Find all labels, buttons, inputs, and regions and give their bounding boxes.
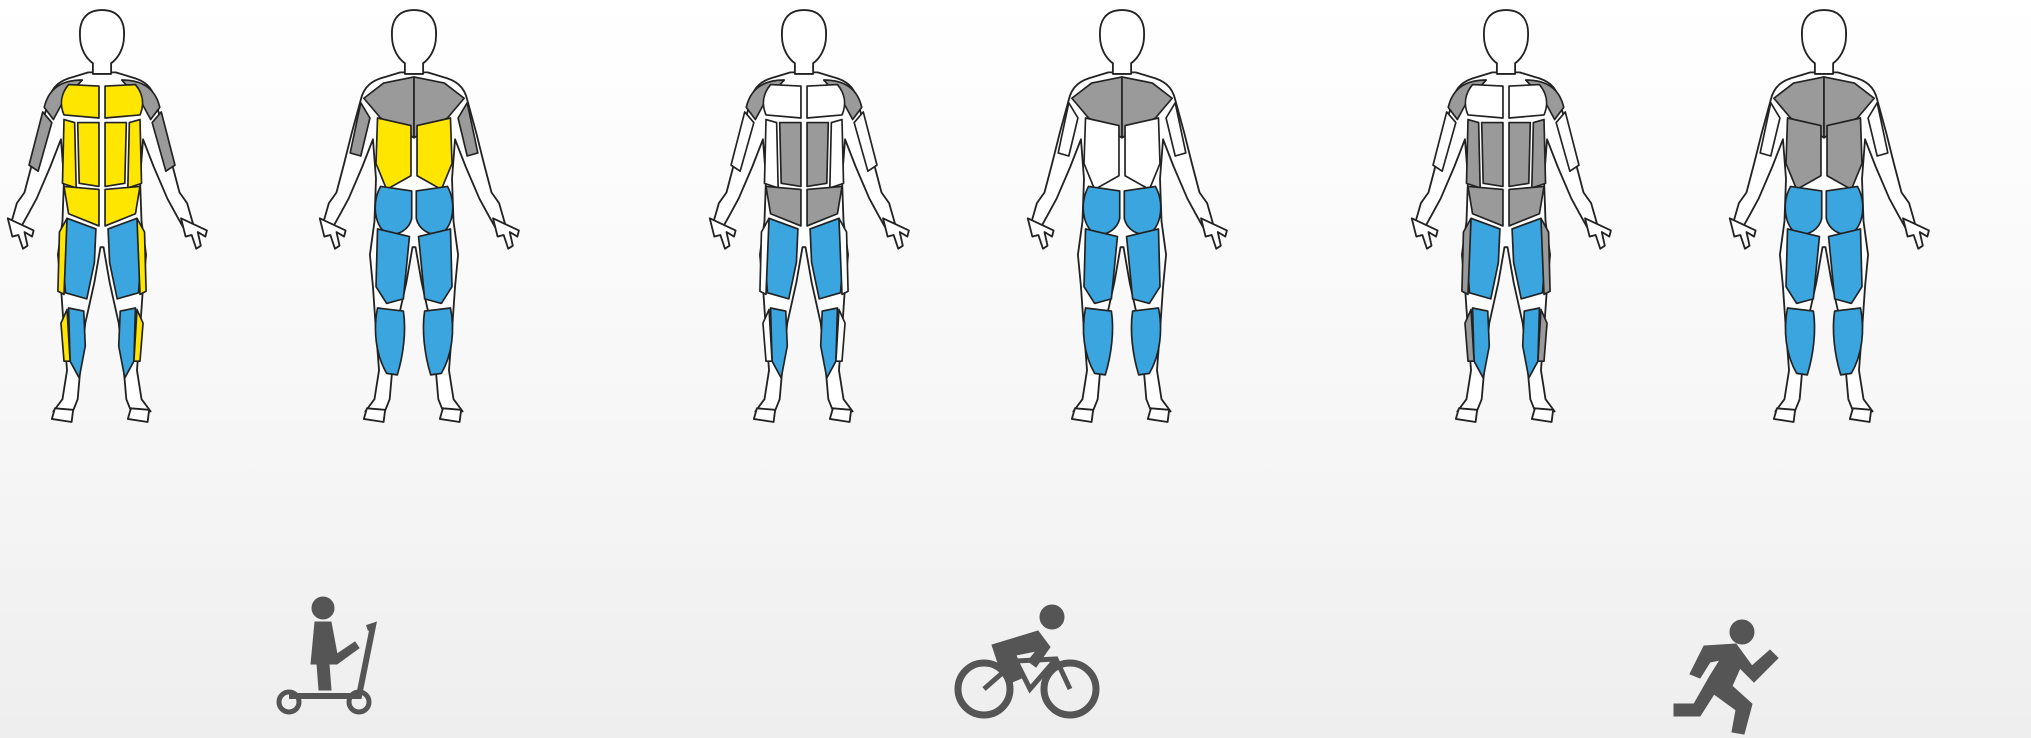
scooter-rider-icon (279, 597, 373, 712)
body-outline (11, 72, 193, 414)
body-outline (1415, 72, 1597, 414)
muscle-obliques-left (1466, 120, 1480, 188)
muscle-obliques-right (830, 120, 844, 188)
muscle-obliques-left (62, 120, 76, 188)
head (1484, 10, 1528, 74)
foot-left (52, 408, 73, 422)
foot-left (364, 408, 385, 422)
muscle-abs-right (105, 123, 126, 187)
foot-left (1072, 408, 1093, 422)
muscle-glutes-right (416, 186, 452, 234)
foot-left (1774, 408, 1795, 422)
foot-right (1850, 408, 1871, 422)
figure-front-3 (1412, 10, 1611, 422)
head (1802, 10, 1846, 74)
muscle-hamstrings-left (376, 229, 409, 303)
muscle-glutes-right (1124, 186, 1160, 234)
figure-back-2 (1028, 10, 1227, 422)
head (1100, 10, 1144, 74)
muscle-hamstrings-right (1829, 229, 1862, 303)
runner-icon (1674, 620, 1778, 734)
head (782, 10, 826, 74)
muscle-chest-left (763, 85, 801, 118)
muscle-obliques-left (764, 120, 778, 188)
hand-right (1201, 218, 1227, 248)
muscle-abs-left (780, 123, 801, 187)
muscle-hamstrings-right (419, 229, 452, 303)
figure-front-2 (710, 10, 909, 422)
cyclist-icon (958, 605, 1096, 715)
muscle-abs-left (78, 123, 99, 187)
figure-back-1 (320, 10, 519, 422)
foot-right (1148, 408, 1169, 422)
body-outline (713, 72, 895, 414)
foot-left (754, 408, 775, 422)
muscle-glutes-right (1826, 186, 1862, 234)
muscle-chest-right (1509, 85, 1547, 118)
muscle-abs-right (807, 123, 828, 187)
muscle-abs-left (1482, 123, 1503, 187)
foot-left (1456, 408, 1477, 422)
muscle-glutes-left (1083, 186, 1119, 234)
muscle-hamstrings-left (1786, 229, 1819, 303)
hand-right (1585, 218, 1611, 248)
muscle-chest-right (807, 85, 845, 118)
head (80, 10, 124, 74)
muscle-abs-right (1509, 123, 1530, 187)
muscle-chest-left (1465, 85, 1503, 118)
muscle-glutes-left (375, 186, 411, 234)
hand-right (493, 218, 519, 248)
muscle-glutes-left (1785, 186, 1821, 234)
muscle-chest-right (105, 85, 143, 118)
muscle-hamstrings-left (1084, 229, 1117, 303)
figure-back-3 (1730, 10, 1929, 422)
muscle-obliques-right (1532, 120, 1546, 188)
foot-right (128, 408, 149, 422)
head (392, 10, 436, 74)
hand-right (181, 218, 207, 248)
muscle-chest-left (61, 85, 99, 118)
foot-right (830, 408, 851, 422)
figure-front-1 (8, 10, 207, 422)
foot-right (1532, 408, 1553, 422)
foot-right (440, 408, 461, 422)
hand-right (883, 218, 909, 248)
hand-right (1903, 218, 1929, 248)
muscle-obliques-right (128, 120, 142, 188)
muscle-hamstrings-right (1127, 229, 1160, 303)
